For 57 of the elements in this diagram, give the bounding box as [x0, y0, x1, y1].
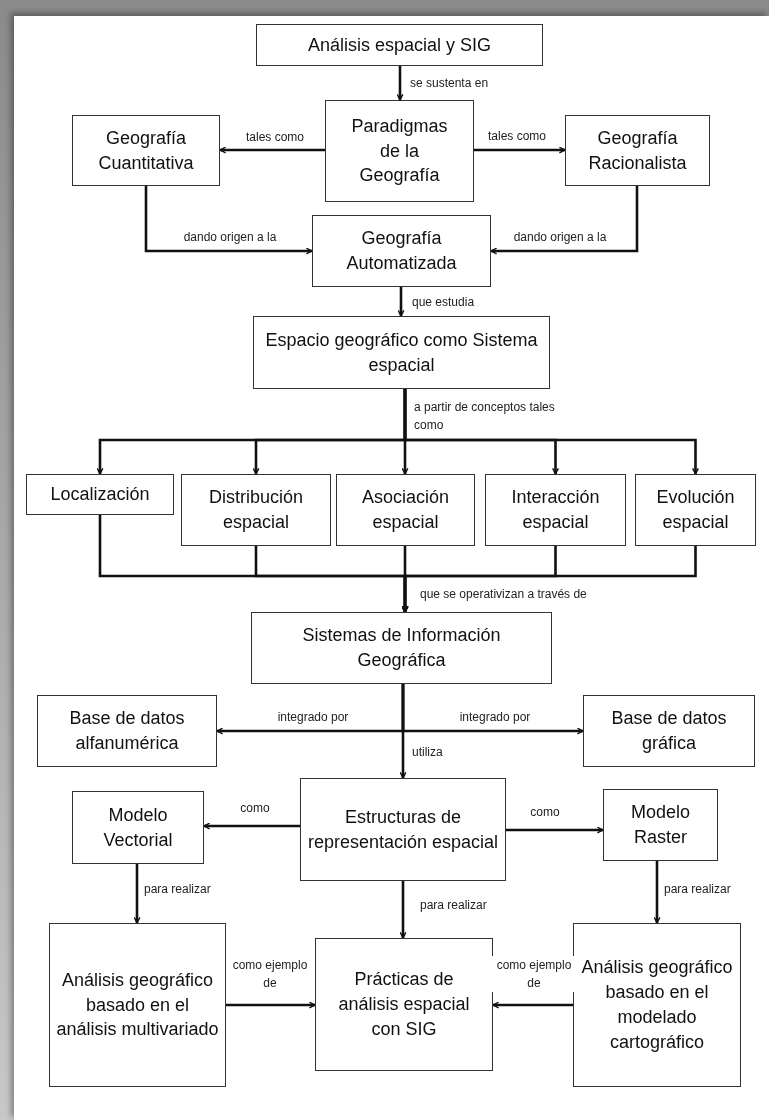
- concept-text: Asociación espacial: [360, 486, 450, 534]
- arrow: [397, 287, 405, 317]
- arrow: [203, 822, 300, 830]
- concept-box: [336, 474, 475, 546]
- concept-box: [26, 474, 174, 515]
- concept-box: [573, 923, 741, 1087]
- concept-text: Base de datos gráfica: [610, 707, 728, 755]
- concept-text: Análisis geográfico basado en el modelado cartográfico: [580, 956, 734, 1054]
- arrow: [133, 864, 141, 924]
- concept-box: [256, 24, 543, 66]
- edge-label: como ejemplo de: [492, 956, 576, 992]
- concept-text: Distribución espacial: [207, 486, 304, 534]
- concept-text: Sistemas de Información Geográfica: [301, 624, 502, 672]
- arrow: [219, 146, 325, 154]
- concept-text: Análisis espacial y SIG: [307, 33, 492, 57]
- arrow: [403, 389, 699, 475]
- concept-box: [312, 215, 491, 287]
- arrow: [490, 186, 639, 255]
- arrow: [396, 66, 404, 101]
- arrow: [492, 1001, 573, 1009]
- concept-box: [49, 923, 226, 1087]
- arrow: [144, 186, 313, 255]
- concept-text: Prácticas de análisis espacial con SIG: [337, 968, 471, 1041]
- concept-box: [315, 938, 493, 1071]
- arrow: [401, 546, 697, 613]
- concept-text: Interacción espacial: [510, 486, 601, 534]
- concept-text: Base de datos alfanumérica: [68, 707, 186, 755]
- concept-box: [635, 474, 756, 546]
- arrow: [399, 684, 407, 779]
- arrow: [653, 861, 661, 924]
- arrow: [474, 146, 566, 154]
- arrow: [399, 881, 407, 939]
- concept-box: [300, 778, 506, 881]
- concept-text: Geografía Cuantitativa: [97, 126, 195, 175]
- concept-box: [583, 695, 755, 767]
- concept-text: Paradigmas de la Geografía: [350, 114, 449, 188]
- arrow: [506, 826, 604, 834]
- concept-text: Espacio geográfico como Sistema espacial: [264, 328, 539, 377]
- concept-box: [565, 115, 710, 186]
- concept-box: [325, 100, 474, 202]
- concept-text: Modelo Raster: [629, 801, 691, 849]
- concept-box: [603, 789, 718, 861]
- concept-text: Geografía Automatizada: [345, 227, 458, 275]
- concept-text: Estructuras de representación espacial: [307, 805, 499, 854]
- concept-text: Análisis geográfico basado en el análisis multivariado: [55, 968, 220, 1042]
- concept-text: Modelo Vectorial: [102, 803, 174, 852]
- arrow: [226, 1001, 316, 1009]
- concept-text: Localización: [50, 483, 150, 507]
- concept-box: [181, 474, 331, 546]
- concept-text: Evolución espacial: [655, 486, 736, 534]
- concept-box: [485, 474, 626, 546]
- concept-text: Geografía Racionalista: [587, 126, 688, 175]
- concept-box: [251, 612, 552, 684]
- concept-box: [37, 695, 217, 767]
- concept-box: [72, 115, 220, 186]
- concept-box: [253, 316, 550, 389]
- concept-box: [72, 791, 204, 864]
